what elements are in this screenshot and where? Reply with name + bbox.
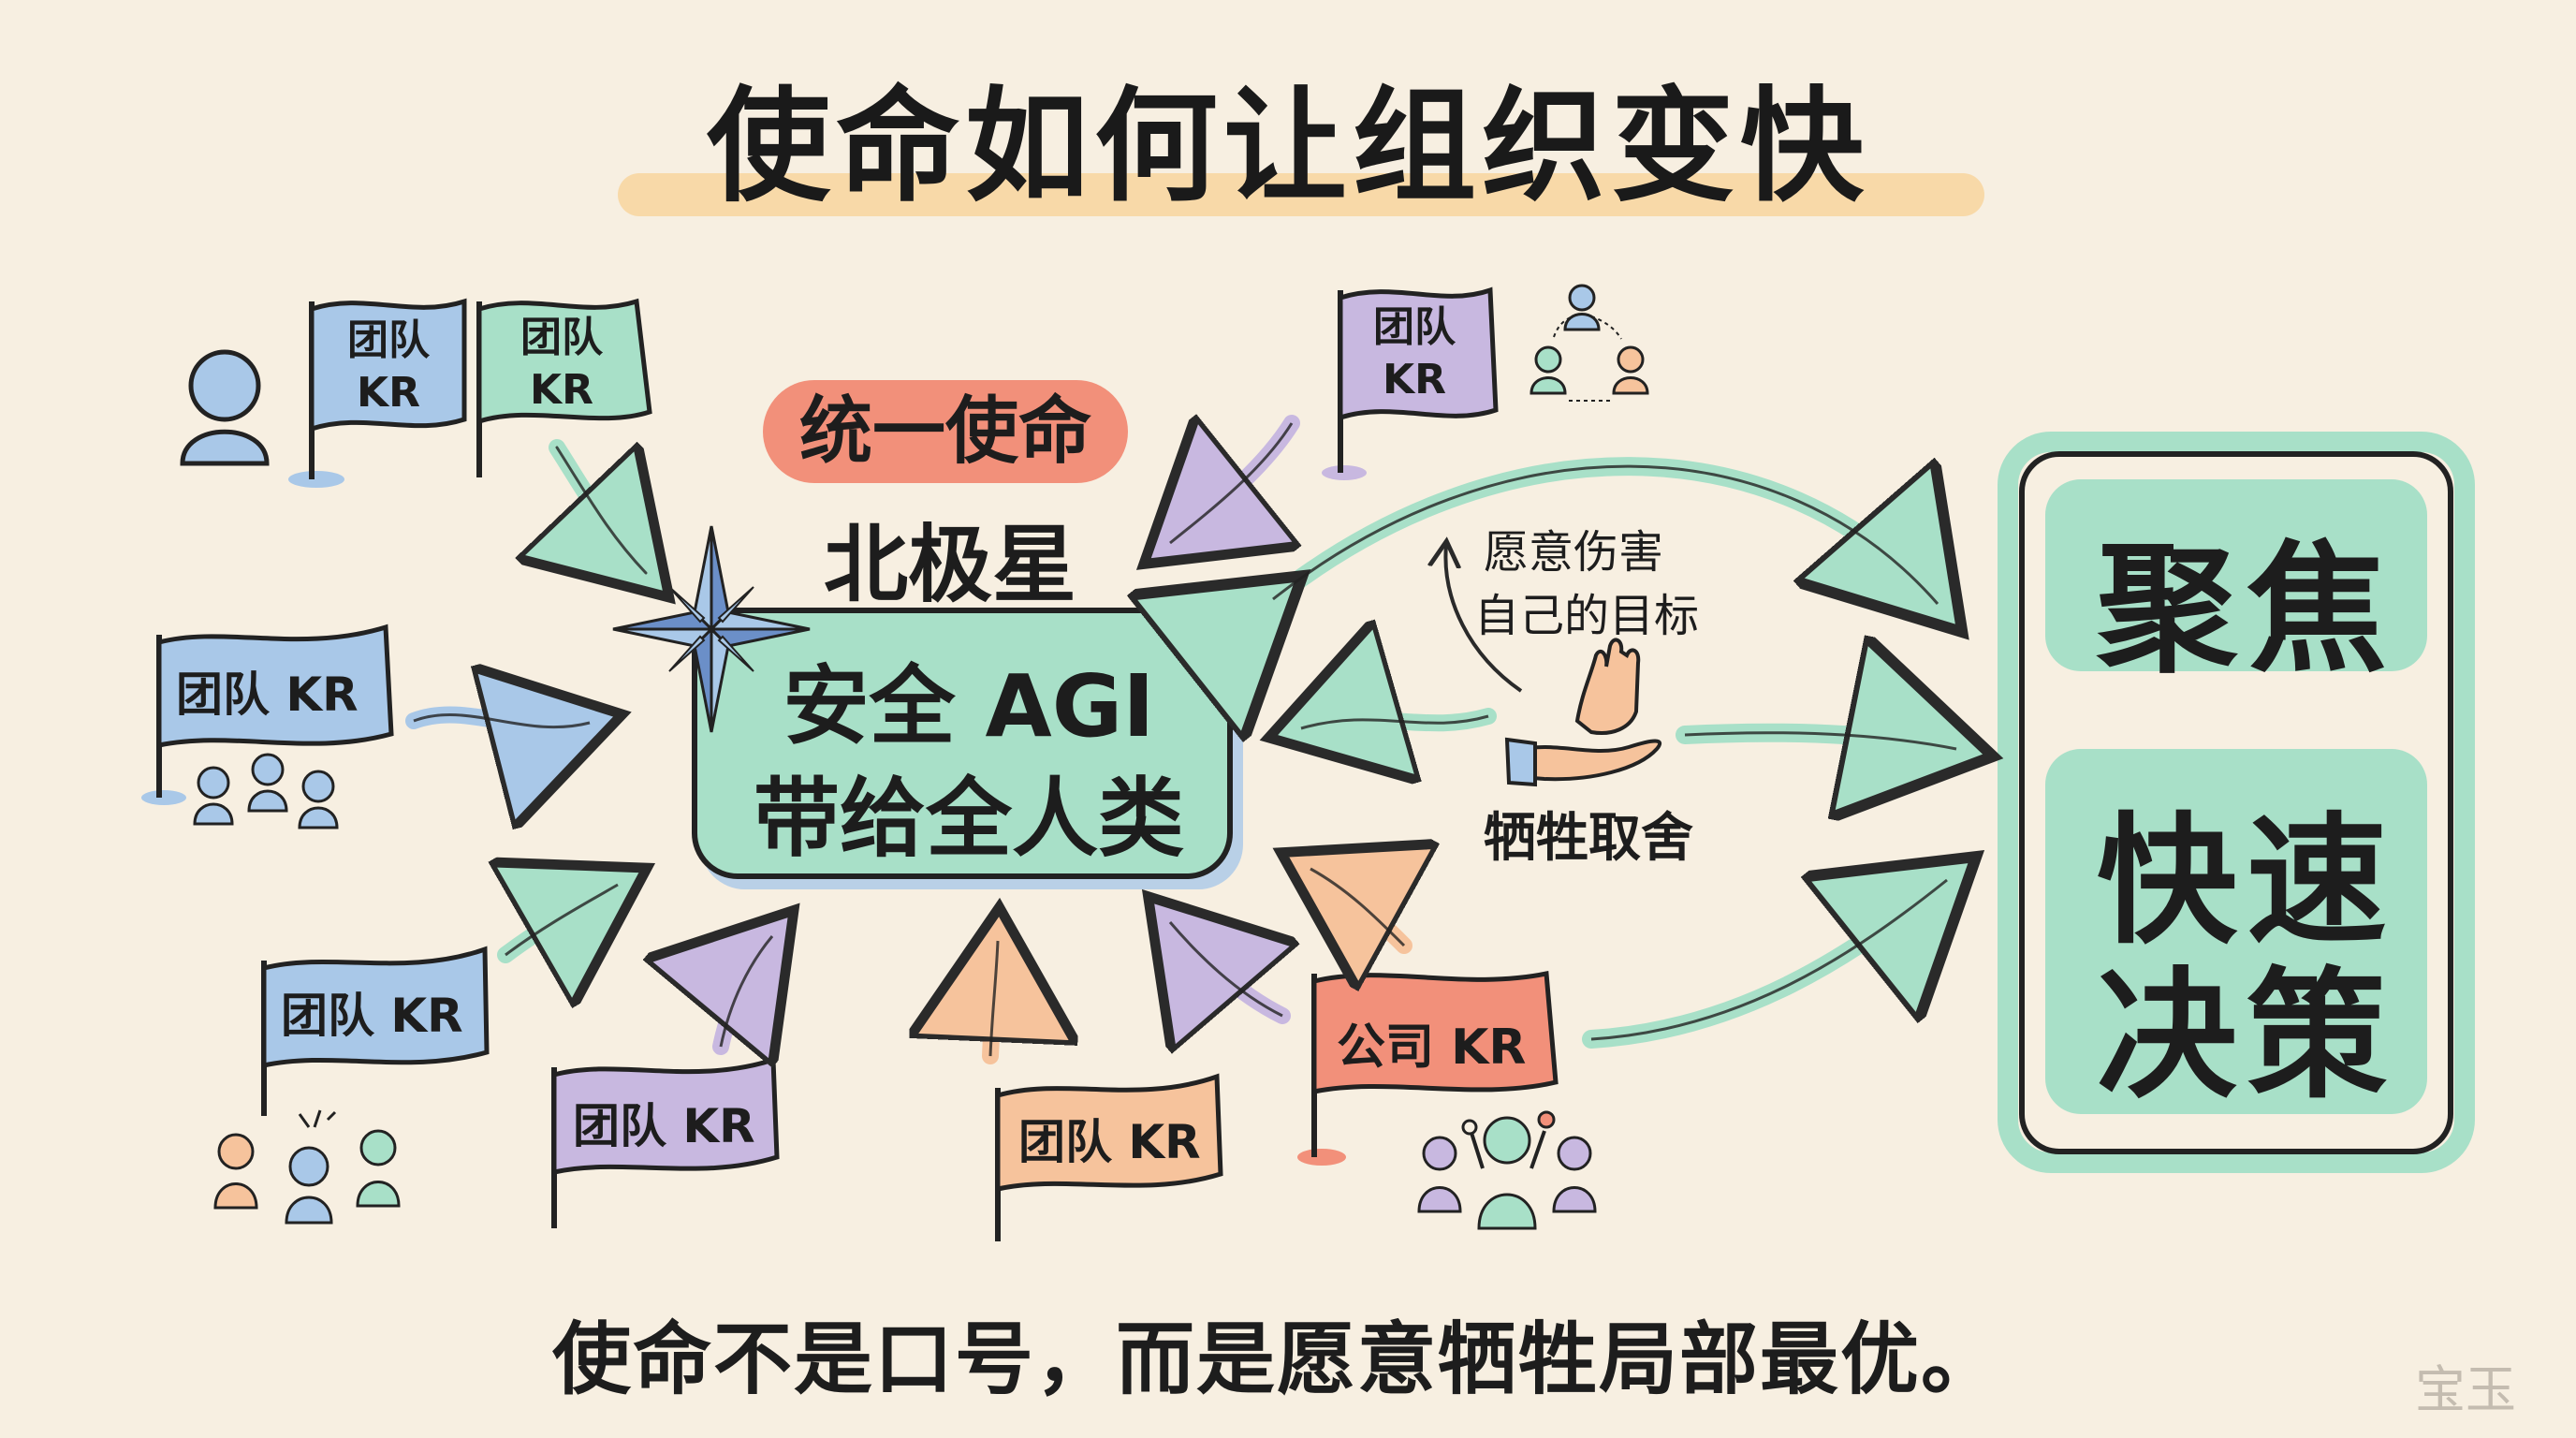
sacrifice-annotation-line-1: 愿意伤害 [1484, 526, 1664, 579]
people-group-icon [1530, 284, 1649, 402]
flag-label-line-1: 团队 [520, 314, 603, 361]
title-highlight [618, 173, 1984, 216]
compass-star-icon [612, 525, 811, 733]
flag-label: 团队 KR [501, 312, 622, 417]
arrow-icon [1310, 869, 1404, 946]
arrow-outline [1310, 867, 1406, 947]
flag-label-line-2: KR [530, 366, 593, 414]
mission-line-1: 安全 AGI [783, 656, 1155, 756]
flag-label: 团队 KR [1354, 301, 1475, 406]
north-star-label: 北极星 [824, 516, 1076, 614]
flag-label: 团队 KR [328, 315, 449, 419]
flag-icon [288, 298, 467, 488]
flag-label-line-2: KR [357, 369, 420, 417]
sacrifice-annotation-line-2: 自己的目标 [1474, 590, 1700, 642]
arrow-icon [1170, 423, 1292, 543]
people-group-icon [1417, 1110, 1597, 1230]
decision-line-1: 快速 [2097, 800, 2397, 963]
tradeoff-label: 牺牲取舍 [1484, 808, 1693, 869]
outcome-panel-glow [1998, 432, 2475, 1173]
flag-icon [995, 1073, 1223, 1241]
annotation-arrow [1445, 545, 1523, 693]
arrow-outline [1168, 921, 1283, 1018]
arrow-outline [1684, 731, 1957, 751]
bottom-caption: 使命不是口号，而是愿意牺牲局部最优。 [552, 1313, 2002, 1405]
arrow-outline [555, 446, 648, 575]
company-flag-label: 公司 KR [1337, 1020, 1527, 1076]
person-icon [180, 349, 270, 466]
flag-label-line-1: 团队 [1373, 303, 1456, 351]
flag-icon [141, 624, 394, 805]
people-group-icon [213, 1109, 401, 1225]
arrow-outline [505, 883, 619, 957]
flag-icon [551, 1056, 780, 1228]
flag-label-line-2: KR [1383, 356, 1446, 404]
arrow-outline [719, 935, 774, 1048]
focus-block [2045, 479, 2427, 671]
flag-label-line-1: 团队 [347, 316, 430, 364]
signature: 宝玉 [2415, 1360, 2516, 1419]
arrow-outline [1590, 878, 1948, 1041]
arrow-outline [1272, 464, 1939, 605]
flag-label: 团队 KR [176, 668, 359, 722]
arrow-icon [1170, 922, 1282, 1016]
people-group-icon [193, 753, 339, 829]
mission-box [692, 608, 1233, 879]
mission-line-2: 带给全人类 [753, 769, 1184, 869]
arrow-outline [413, 712, 591, 729]
arrow-icon [1582, 880, 1947, 1049]
flag-icon [476, 298, 652, 477]
flag-icon [261, 946, 490, 1116]
page-title: 使命如何让组织变快 [707, 75, 1869, 219]
focus-label: 聚焦 [2097, 529, 2397, 692]
hand-icon [1504, 638, 1662, 787]
arrow-outline [988, 940, 1000, 1057]
flag-label: 团队 KR [281, 989, 463, 1043]
flag-icon [1297, 970, 1559, 1166]
decision-block [2045, 749, 2427, 1114]
arrow-icon [721, 936, 772, 1047]
flag-label: 团队 KR [573, 1099, 755, 1153]
flag-label: 团队 KR [1018, 1115, 1201, 1169]
unified-mission-label: 统一使命 [763, 380, 1128, 483]
decision-line-2: 决策 [2097, 955, 2397, 1118]
